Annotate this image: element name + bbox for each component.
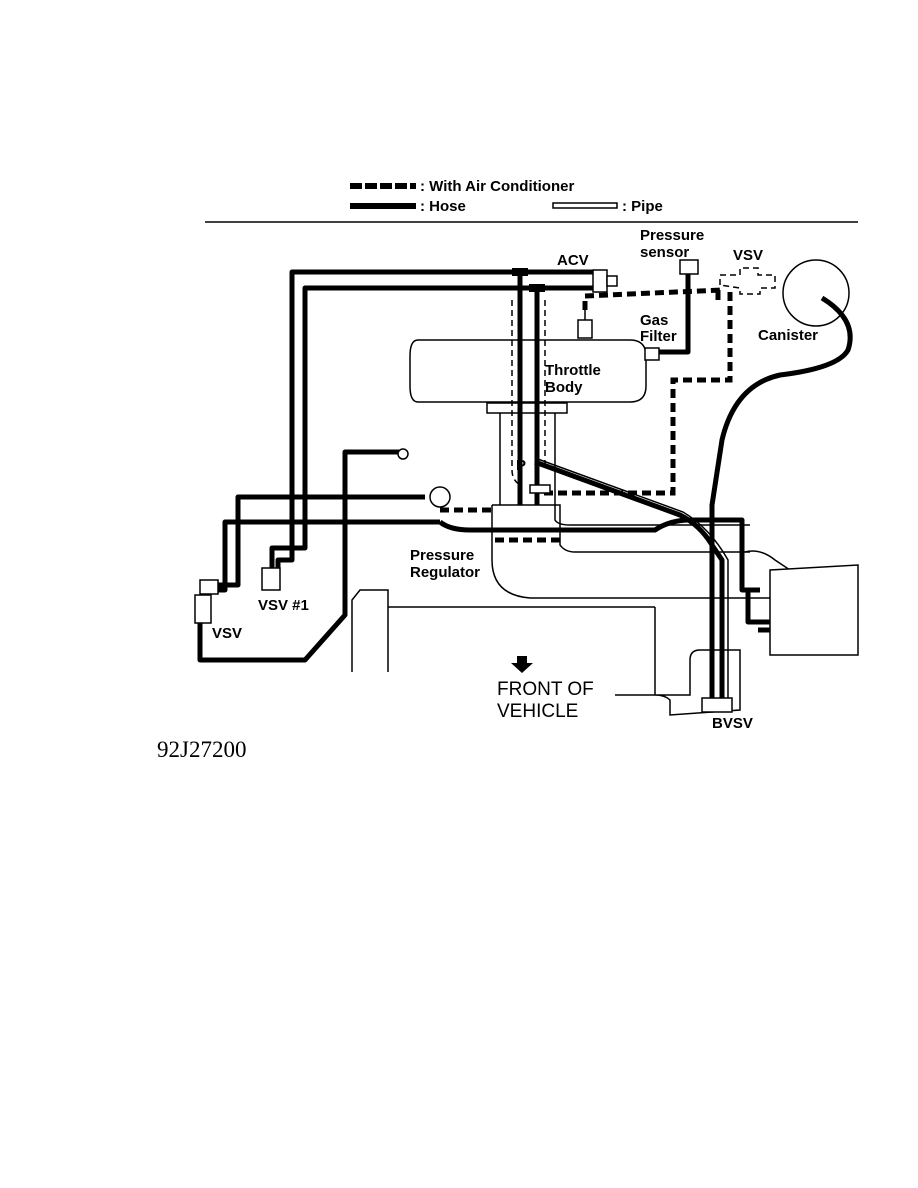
vsv-left-port bbox=[199, 579, 219, 595]
label-vehicle: VEHICLE bbox=[497, 701, 578, 722]
legend-hose-label: : Hose bbox=[420, 198, 466, 215]
ac-hoses bbox=[440, 287, 733, 543]
throttle-body bbox=[409, 339, 647, 403]
components bbox=[194, 259, 776, 713]
hose-acv-inner bbox=[269, 285, 595, 570]
engine-outline bbox=[351, 259, 859, 716]
air-intake bbox=[744, 550, 791, 598]
label-throttle: Throttle bbox=[545, 362, 601, 379]
label-vsv-left: VSV bbox=[212, 625, 242, 642]
vsv-left-valve bbox=[194, 594, 212, 624]
label-pressure: Pressure bbox=[640, 227, 704, 244]
ac-pipe-1 bbox=[511, 300, 521, 486]
p-port-fitting bbox=[529, 484, 551, 494]
t-fitting-2 bbox=[529, 284, 545, 292]
vsv1-valve bbox=[261, 567, 281, 591]
label-body: Body bbox=[545, 379, 583, 396]
t-fitting-1 bbox=[512, 268, 528, 276]
label-pressure-reg: Pressure bbox=[410, 547, 474, 564]
hose-vsv-left-4 bbox=[197, 449, 400, 663]
ac-hose-1 bbox=[582, 287, 723, 310]
label-filter: Filter bbox=[640, 328, 677, 345]
acv-nozzle bbox=[606, 275, 618, 287]
bvsv-bracket bbox=[615, 649, 741, 716]
hose-gas-filter bbox=[655, 270, 691, 355]
label-canister: Canister bbox=[758, 327, 818, 344]
label-acv: ACV bbox=[557, 252, 589, 269]
pressure-sensor bbox=[679, 259, 699, 275]
legend: : With Air Conditioner : Hose : Pipe bbox=[350, 178, 663, 215]
filter-fitting bbox=[577, 319, 593, 339]
throttle-flange bbox=[486, 402, 568, 414]
hose-canister bbox=[709, 295, 853, 700]
canister bbox=[782, 259, 850, 327]
label-regulator: Regulator bbox=[410, 564, 480, 581]
labels: Pressure sensor VSV ACV Gas Filter Canis… bbox=[157, 227, 818, 762]
legend-ac-label: : With Air Conditioner bbox=[420, 178, 574, 195]
bvsv-valve bbox=[701, 697, 733, 713]
throttle-nipple bbox=[644, 347, 660, 361]
plenum bbox=[492, 504, 750, 553]
hose-p-port bbox=[534, 459, 725, 700]
hose-p-port-outline bbox=[534, 457, 729, 700]
hose-acv-outer bbox=[275, 269, 595, 570]
front-arrow-icon bbox=[511, 656, 533, 673]
plenum-right bbox=[554, 505, 750, 526]
label-gas: Gas bbox=[640, 312, 668, 329]
label-p: P bbox=[516, 457, 526, 474]
vsv-top-valve bbox=[719, 267, 776, 295]
ac-hose-2 bbox=[540, 292, 733, 496]
label-vsv1: VSV #1 bbox=[258, 597, 309, 614]
engine-wall-left bbox=[351, 589, 389, 672]
nipple-end bbox=[397, 448, 409, 460]
legend-pipe-swatch bbox=[552, 202, 618, 209]
air-box bbox=[769, 564, 859, 656]
legend-pipe-label: : Pipe bbox=[622, 198, 663, 215]
hose-airbox-1 bbox=[745, 590, 770, 625]
hose-vsv-left-1 bbox=[215, 494, 425, 588]
hose-vsv-left-3 bbox=[212, 519, 440, 593]
acv-valve bbox=[592, 269, 608, 293]
label-sensor: sensor bbox=[640, 244, 689, 261]
label-vsv-top: VSV bbox=[733, 247, 763, 264]
hoses bbox=[197, 269, 853, 700]
pressure-regulator-port bbox=[429, 486, 451, 508]
label-front-of: FRONT OF bbox=[497, 679, 594, 700]
label-bvsv: BVSV bbox=[712, 715, 753, 732]
figure-code: 92J27200 bbox=[157, 737, 246, 762]
plenum-left bbox=[491, 505, 790, 599]
